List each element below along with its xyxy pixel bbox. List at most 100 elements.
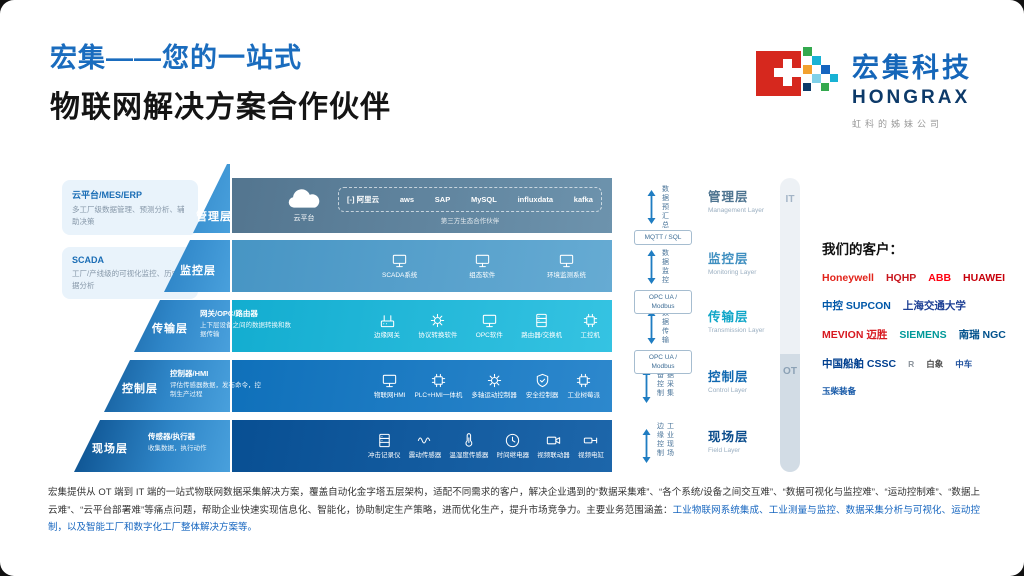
layer-label-cn: 控制层 (708, 370, 749, 384)
layer-label-cn: 现场层 (708, 430, 749, 444)
piston-icon (584, 437, 598, 444)
gear-icon (487, 373, 501, 388)
device-list: 边缘网关 协议转换软件 OPC软件 路由器/交换机 工控机 (232, 300, 612, 352)
layer-label-management: 管理层 Management Layer (708, 186, 774, 214)
layer-label-cn: 传输层 (708, 310, 749, 324)
up-down-arrow-icon (642, 429, 650, 463)
cloud-platform-item: 云平台 (284, 188, 324, 223)
device-item: 时间继电器 (496, 432, 530, 460)
device-item: 工业树莓派 (567, 372, 600, 400)
monitor-icon (559, 254, 574, 268)
device-item: 环境监测系统 (547, 252, 586, 280)
device-item: SCADA系统 (382, 252, 417, 280)
up-down-arrow-icon (647, 190, 655, 224)
dataflow-label: 数据预汇总 (661, 184, 669, 230)
side-note-title: SCADA (72, 255, 105, 265)
dataflow-monitoring: 数据监控 (622, 244, 694, 290)
partner-logo: [-] 阿里云 (347, 194, 380, 204)
device-label: SCADA系统 (382, 271, 418, 279)
camera-icon (546, 436, 561, 445)
device-item: 多轴运动控制器 (471, 372, 517, 400)
layer-label-en: Transmission Layer (708, 327, 765, 334)
server-icon (379, 433, 390, 448)
device-item: PLC+HMI一体机 (414, 372, 462, 400)
device-label: 协议转换软件 (418, 331, 458, 339)
summary-text: 宏集提供从 OT 端到 IT 端的一站式物联网数据采集解决方案，覆盖自动化金字塔… (48, 487, 980, 516)
device-label: 路由器/交换机 (521, 331, 563, 339)
partner-logo: aws (399, 194, 415, 204)
ot-segment: OT (780, 354, 800, 472)
dataflow-pre-aggregation: 数据预汇总 (622, 184, 694, 230)
customer-logo: HQHP (885, 272, 917, 284)
device-label: 视频联动器 (537, 451, 570, 459)
device-label: 工业树莓派 (567, 391, 600, 399)
dataflow-label: 数据监控 (661, 249, 669, 285)
dataflow-label: 工业现场 边缘控制 (656, 422, 674, 458)
band-label-management: 管理层 (196, 211, 232, 223)
summary-highlight: 工业物联网系统集成、工业测量与监控、数据采集分析与可视化、运动控制，以及智能工厂… (48, 504, 980, 534)
protocol-badge-opcua-modbus: OPC UA / Modbus (634, 350, 692, 375)
customer-logo: ABB (928, 272, 952, 284)
router-icon (380, 315, 394, 328)
device-label: 温湿度传感器 (449, 451, 489, 459)
pyramid-band-field (74, 420, 230, 472)
device-label: 工控机 (580, 331, 600, 339)
device-item: 协议转换软件 (418, 312, 457, 340)
customer-logo: MEVION 迈胜 (822, 329, 888, 341)
layer-label-cn: 监控层 (708, 252, 749, 266)
it-segment: IT (780, 178, 800, 354)
device-item: 物联网HMI (374, 372, 405, 400)
band-note-field: 传感器/执行器 收集数据，执行动作 (148, 431, 244, 453)
protocol-badge-mqtt-sql: MQTT / SQL (634, 230, 692, 246)
monitor-icon (383, 374, 397, 388)
layer-row-control: 物联网HMI PLC+HMI一体机多轴运动控制器安全控制器工业树莓派 (232, 360, 612, 412)
band-note-control: 控制器/HMI 评估传感器数据，发布命令，控制生产过程 (170, 368, 266, 400)
partner-logo: kafka (573, 194, 593, 204)
slide-title-line1: 宏集——您的一站式 (50, 43, 302, 73)
customer-logo: HUAWEI (963, 272, 1006, 284)
device-label: 冲击记录仪 (368, 451, 401, 459)
customer-logo: 南瑞 NGC (958, 329, 1006, 341)
layer-label-field: 现场层 Field Layer (708, 426, 774, 454)
device-item: 震动传感器 (408, 432, 442, 460)
slide-title-line2: 物联网解决方案合作伙伴 (50, 91, 391, 124)
device-label: PLC+HMI一体机 (414, 391, 463, 399)
customer-logo: R (908, 358, 915, 369)
layer-label-control: 控制层 Control Layer (708, 366, 774, 394)
monitor-icon (393, 254, 407, 268)
band-note-title: 网关/OPC/路由器 (200, 309, 258, 318)
device-item: 视频电缸 (578, 432, 604, 460)
band-label-monitoring: 监控层 (180, 265, 216, 277)
logo-mosaic-icon (756, 47, 838, 96)
device-label: 多轴运动控制器 (471, 391, 517, 399)
layer-label-en: Field Layer (708, 447, 741, 454)
device-label: OPC软件 (475, 331, 503, 339)
customer-logo: 玉柴装备 (822, 386, 857, 396)
customer-logo: 中控 SUPCON (822, 300, 891, 312)
up-down-arrow-icon (647, 250, 655, 284)
device-item: 冲击记录仪 (368, 432, 401, 460)
layer-label-en: Monitoring Layer (708, 269, 757, 276)
device-label: 时间继电器 (496, 451, 530, 459)
band-note-title: 传感器/执行器 (148, 432, 196, 441)
device-label: 边缘网关 (374, 331, 400, 339)
monitor-icon (475, 254, 489, 268)
device-label: 安全控制器 (525, 391, 559, 399)
band-note-desc: 上下层设备之间的数据转换和数据传输 (200, 322, 291, 339)
side-note-desc: 工厂/产线级的可视化监控、历史数据分析 (72, 269, 187, 290)
layer-label-transmission: 传输层 Transmission Layer (708, 306, 774, 334)
device-label: 震动传感器 (408, 451, 442, 459)
device-list: 冲击记录仪震动传感器温湿度传感器时间继电器视频联动器视频电缸 (232, 420, 612, 472)
chip-icon (431, 373, 446, 388)
customer-logo: SIEMENS (899, 328, 947, 341)
customer-logo: 中国船舶 CSSC (822, 358, 897, 370)
brand-name-cn: 宏集科技 (852, 53, 972, 83)
layer-label-en: Control Layer (708, 387, 748, 394)
up-down-arrow-icon (647, 310, 655, 344)
it-ot-bar: IT OT (780, 178, 800, 472)
summary-paragraph: 宏集提供从 OT 端到 IT 端的一站式物联网数据采集解决方案，覆盖自动化金字塔… (48, 484, 980, 537)
server-icon (536, 313, 547, 328)
wave-icon (418, 437, 431, 444)
